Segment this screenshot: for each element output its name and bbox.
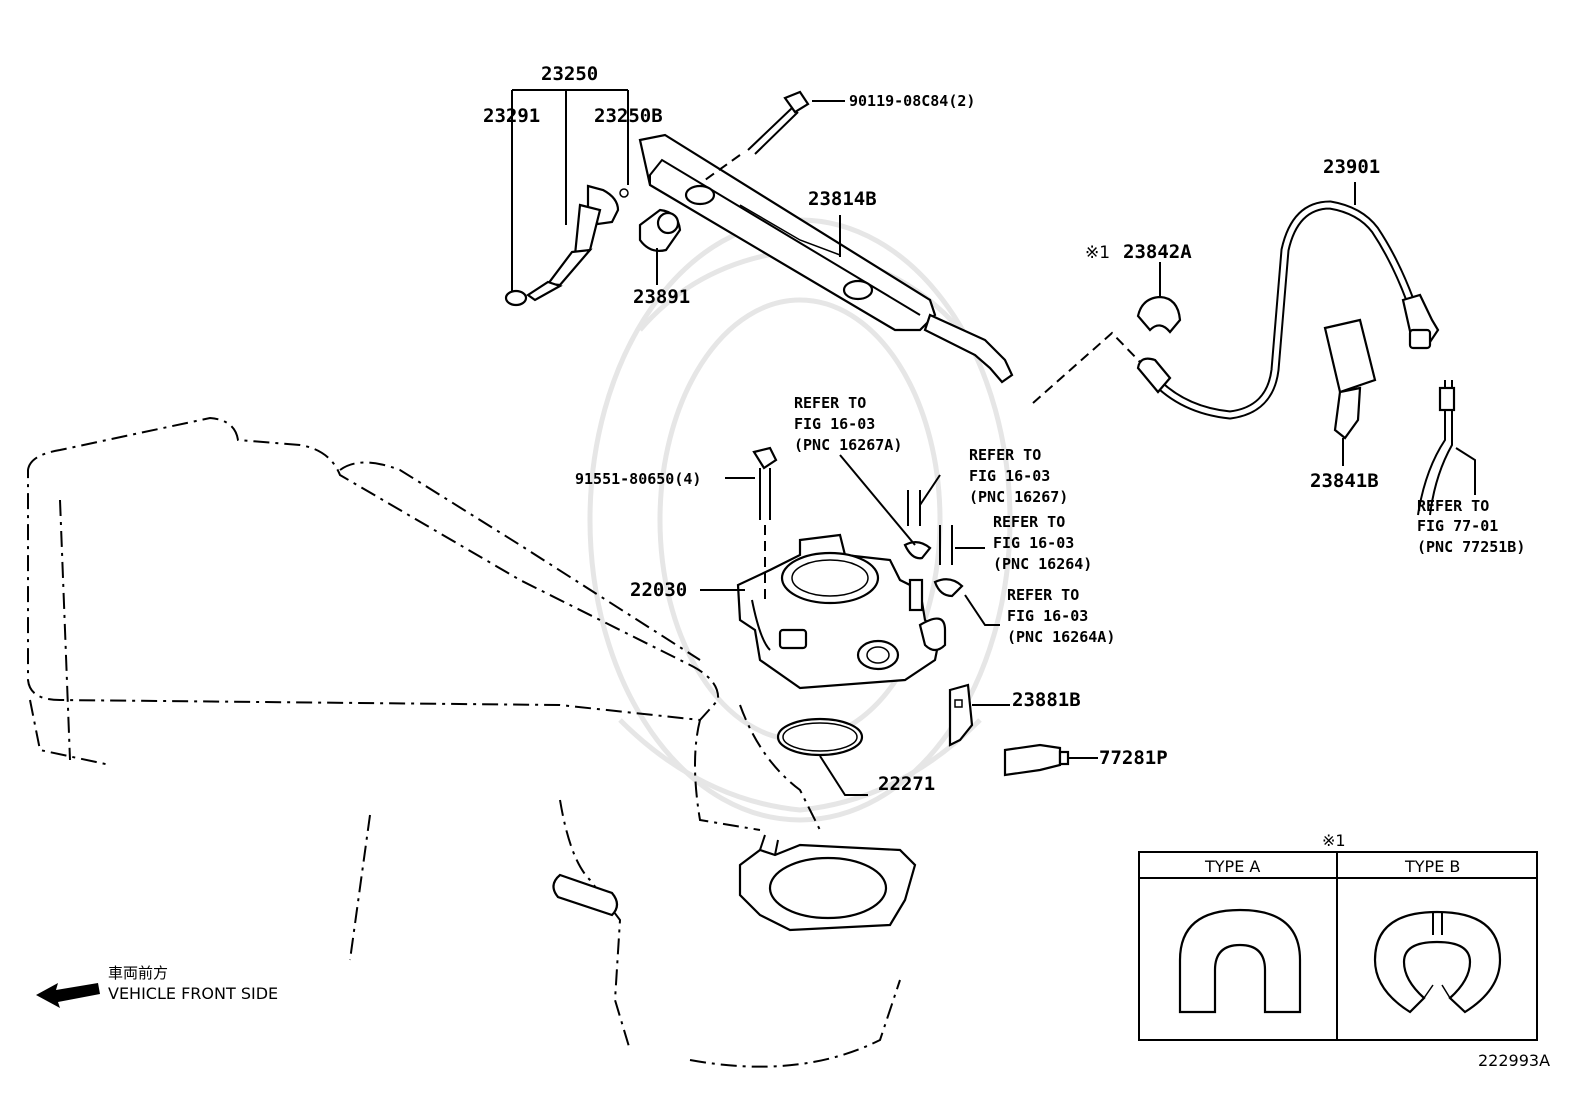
label-23291: 23291	[483, 105, 540, 127]
clip-type-a-shape	[1178, 908, 1302, 1014]
vacuum-hose-ref	[1417, 380, 1476, 516]
label-23250B: 23250B	[594, 105, 663, 127]
ref3-line1: REFER TO	[993, 513, 1065, 531]
ref4-line1: REFER TO	[1007, 586, 1079, 604]
injector-insulator	[638, 208, 682, 252]
part-labels: 23250 23291 23250B 23891 90119-08C84(2) …	[483, 63, 1380, 795]
front-label-en: VEHICLE FRONT SIDE	[108, 984, 278, 1003]
ref1-line3: (PNC 16267A)	[794, 436, 902, 454]
label-22030: 22030	[630, 579, 687, 601]
ref3-line2: FIG 16-03	[993, 534, 1074, 552]
bracket-23881B	[948, 683, 1010, 747]
engine-outline	[27, 416, 917, 1068]
reference-notes: REFER TO FIG 16-03 (PNC 16267A) REFER TO…	[794, 394, 1525, 646]
ref4-line3: (PNC 16264A)	[1007, 628, 1115, 646]
vehicle-front-indicator: 車両前方 VEHICLE FRONT SIDE	[36, 964, 278, 1008]
label-23814B: 23814B	[808, 188, 877, 210]
label-22271: 22271	[878, 773, 935, 795]
legend-type-a: TYPE A	[1204, 857, 1260, 876]
fuel-delivery-pipe	[638, 133, 1014, 384]
label-23842A-mark: ※1	[1085, 243, 1110, 263]
ref4-line2: FIG 16-03	[1007, 607, 1088, 625]
bolt-91551	[725, 446, 778, 600]
ref1-line1: REFER TO	[794, 394, 866, 412]
fuel-hose	[1032, 182, 1440, 420]
fuel-injector-assembly	[504, 184, 629, 307]
ref-hose-pieces	[839, 454, 1000, 626]
label-91551: 91551-80650(4)	[575, 470, 701, 488]
label-23842A: 23842A	[1123, 241, 1192, 263]
figure-id: 222993A	[1478, 1051, 1550, 1070]
ref5-line2: FIG 77-01	[1417, 517, 1498, 535]
gasket-22271	[776, 717, 868, 796]
hose-clamp-23841B	[1323, 318, 1377, 466]
front-label-jp: 車両前方	[108, 964, 168, 982]
hose-clip-23842A	[1136, 262, 1182, 334]
ref2-line3: (PNC 16267)	[969, 488, 1068, 506]
label-23881B: 23881B	[1012, 689, 1081, 711]
label-90119: 90119-08C84(2)	[849, 92, 975, 110]
label-23901: 23901	[1323, 156, 1380, 178]
label-77281P: 77281P	[1099, 747, 1168, 769]
ref3-line3: (PNC 16264)	[993, 555, 1092, 573]
label-23841B: 23841B	[1310, 470, 1379, 492]
ref2-line1: REFER TO	[969, 446, 1041, 464]
ref1-line2: FIG 16-03	[794, 415, 875, 433]
sensor-77281P	[1003, 743, 1098, 777]
bolt-90119	[704, 90, 845, 181]
front-arrow-icon	[36, 983, 100, 1008]
throttle-body	[700, 533, 947, 690]
clip-type-legend: ※1 TYPE A TYPE B	[1138, 831, 1538, 1041]
bracket-lines-23250	[511, 89, 658, 292]
legend-mark: ※1	[1322, 831, 1346, 850]
ref5-line3: (PNC 77251B)	[1417, 538, 1525, 556]
ref5-line1: REFER TO	[1417, 497, 1489, 515]
label-23891: 23891	[633, 286, 690, 308]
ref2-line2: FIG 16-03	[969, 467, 1050, 485]
legend-type-b: TYPE B	[1404, 857, 1460, 876]
label-23250: 23250	[541, 63, 598, 85]
clip-type-b-shape	[1373, 910, 1502, 1014]
